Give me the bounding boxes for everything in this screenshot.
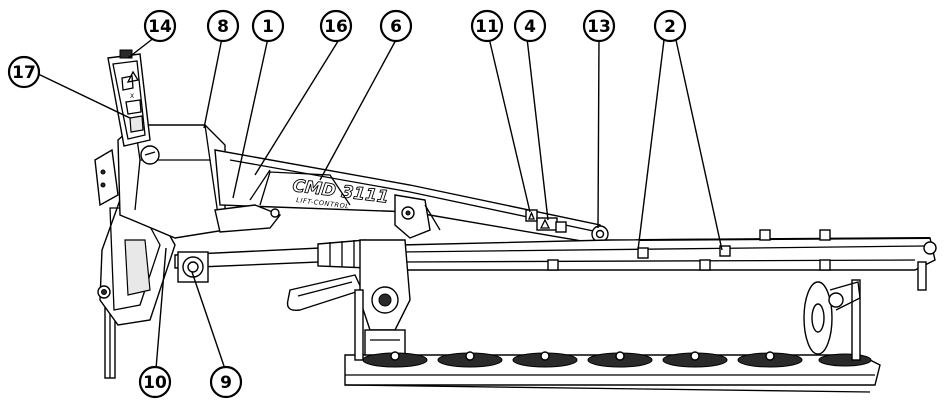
callout-6-label: 6 (390, 17, 402, 37)
callout-2: 2 (653, 9, 687, 43)
main-boom: CMD 3111 LIFT-CONTROL (214, 149, 609, 246)
callout-13-label: 13 (587, 17, 611, 37)
drop-gearbox (359, 239, 411, 361)
callout-8-label: 8 (217, 17, 229, 37)
mower-machine: X CMD 3111 LIFT-CONTROL (94, 49, 937, 393)
headstock-frame (94, 148, 176, 326)
callout-11-label: 11 (475, 17, 499, 37)
disc-cutterbar (344, 279, 881, 393)
callout-17: 17 (7, 55, 41, 89)
callout-10: 10 (138, 365, 172, 399)
callout-4: 4 (513, 9, 547, 43)
callout-17-label: 17 (12, 63, 36, 83)
callout-4-label: 4 (524, 17, 536, 37)
callout-9: 9 (209, 365, 243, 399)
swath-drum (803, 281, 861, 355)
front-guard (286, 274, 363, 311)
callout-16-label: 16 (324, 17, 348, 37)
leader-lines (33, 36, 723, 370)
callout-11: 11 (470, 9, 504, 43)
callout-9-label: 9 (220, 373, 232, 393)
callout-6: 6 (379, 9, 413, 43)
callout-1-label: 1 (262, 17, 274, 37)
callout-10-label: 10 (143, 373, 167, 393)
svg-text:X: X (130, 93, 134, 100)
safety-decal-holder: X (107, 49, 151, 147)
callout-16: 16 (319, 9, 353, 43)
callout-8: 8 (206, 9, 240, 43)
cutterbar-frame (399, 229, 937, 291)
callout-13: 13 (582, 9, 616, 43)
callout-14: 14 (143, 9, 177, 43)
callout-1: 1 (251, 9, 285, 43)
pto-driveshaft (174, 239, 369, 283)
callout-14-label: 14 (148, 17, 172, 37)
callout-2-label: 2 (664, 17, 676, 37)
